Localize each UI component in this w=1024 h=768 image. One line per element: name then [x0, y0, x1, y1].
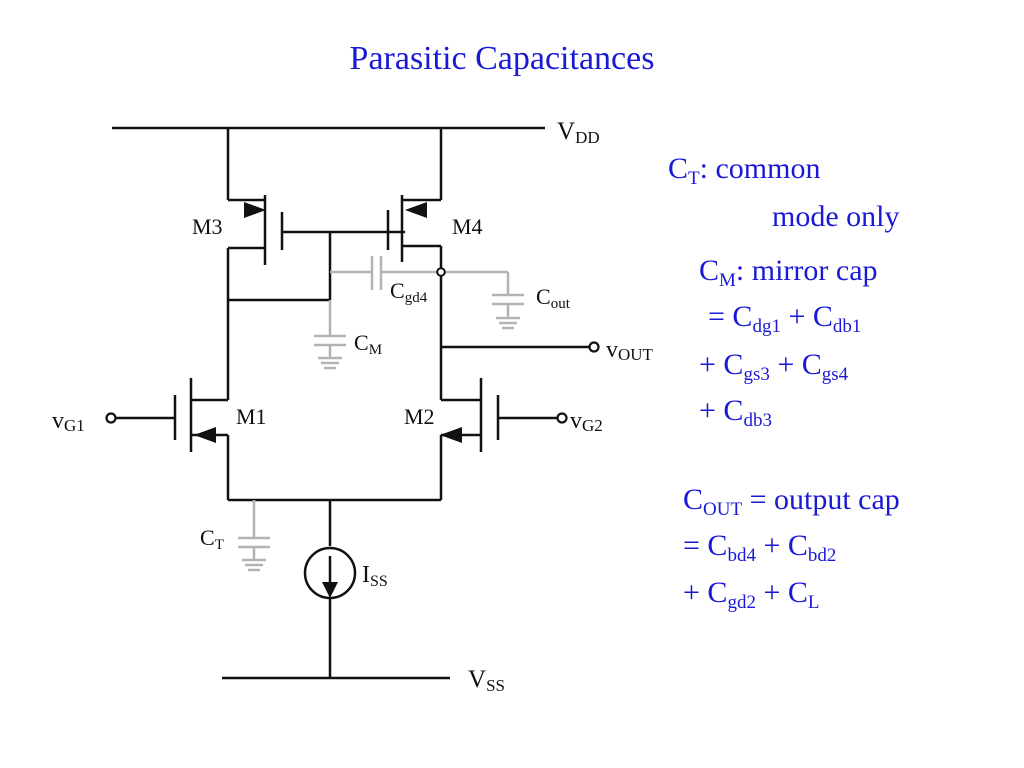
- vdd-label: VDD: [557, 118, 600, 147]
- vg1-terminal: [105, 412, 117, 424]
- cm-note-line4: + Cdb3: [699, 394, 772, 431]
- cout-capacitor: [492, 272, 524, 330]
- cout-label: Cout: [536, 284, 571, 312]
- vout-terminal: [588, 341, 600, 353]
- cm-capacitor: [314, 300, 346, 370]
- circuit-wires: [112, 126, 590, 680]
- parasitic-network: [238, 256, 524, 572]
- output-node: [436, 267, 446, 277]
- page-title: Parasitic Capacitances: [349, 40, 655, 77]
- vg2-label: vG2: [570, 408, 603, 435]
- m2-label: M2: [404, 404, 435, 429]
- cm-note-line1: CM: mirror cap: [699, 254, 878, 291]
- cout-note-line2: = Cbd4 + Cbd2: [683, 529, 837, 566]
- circuit-diagram: VDD VSS vOUT vG1 vG2 M3 M4 M1 M2 ISS CM …: [52, 118, 654, 695]
- m1-label: M1: [236, 404, 267, 429]
- ct-label: CT: [200, 525, 224, 553]
- iss-arrow: [322, 582, 338, 598]
- m3-transistor: [228, 195, 405, 265]
- ct-capacitor: [238, 500, 270, 572]
- m1-arrow: [194, 427, 216, 443]
- m3-arrow: [244, 202, 266, 218]
- vg1-label: vG1: [52, 408, 85, 435]
- cgd4-capacitor: [330, 256, 508, 290]
- m2-arrow: [440, 427, 462, 443]
- vss-label: VSS: [468, 666, 505, 695]
- cm-label: CM: [354, 330, 382, 358]
- ct-note-line2: mode only: [772, 200, 900, 233]
- ct-note-line1: CT: common: [668, 152, 821, 189]
- cm-note-line3: + Cgs3 + Cgs4: [699, 348, 849, 385]
- vg2-terminal: [556, 412, 568, 424]
- iss-label: ISS: [362, 562, 388, 590]
- cgd4-label: Cgd4: [390, 278, 428, 306]
- cout-note-line1: COUT = output cap: [683, 483, 900, 520]
- cm-note-line2: = Cdg1 + Cdb1: [708, 300, 862, 337]
- m4-transistor: [386, 195, 441, 262]
- m4-arrow: [405, 202, 427, 218]
- cout-note-line3: + Cgd2 + CL: [683, 576, 820, 613]
- m3-label: M3: [192, 214, 223, 239]
- vout-label: vOUT: [606, 337, 654, 364]
- iss-current-source: [303, 546, 357, 678]
- m4-label: M4: [452, 214, 483, 239]
- m1-transistor: [116, 378, 230, 500]
